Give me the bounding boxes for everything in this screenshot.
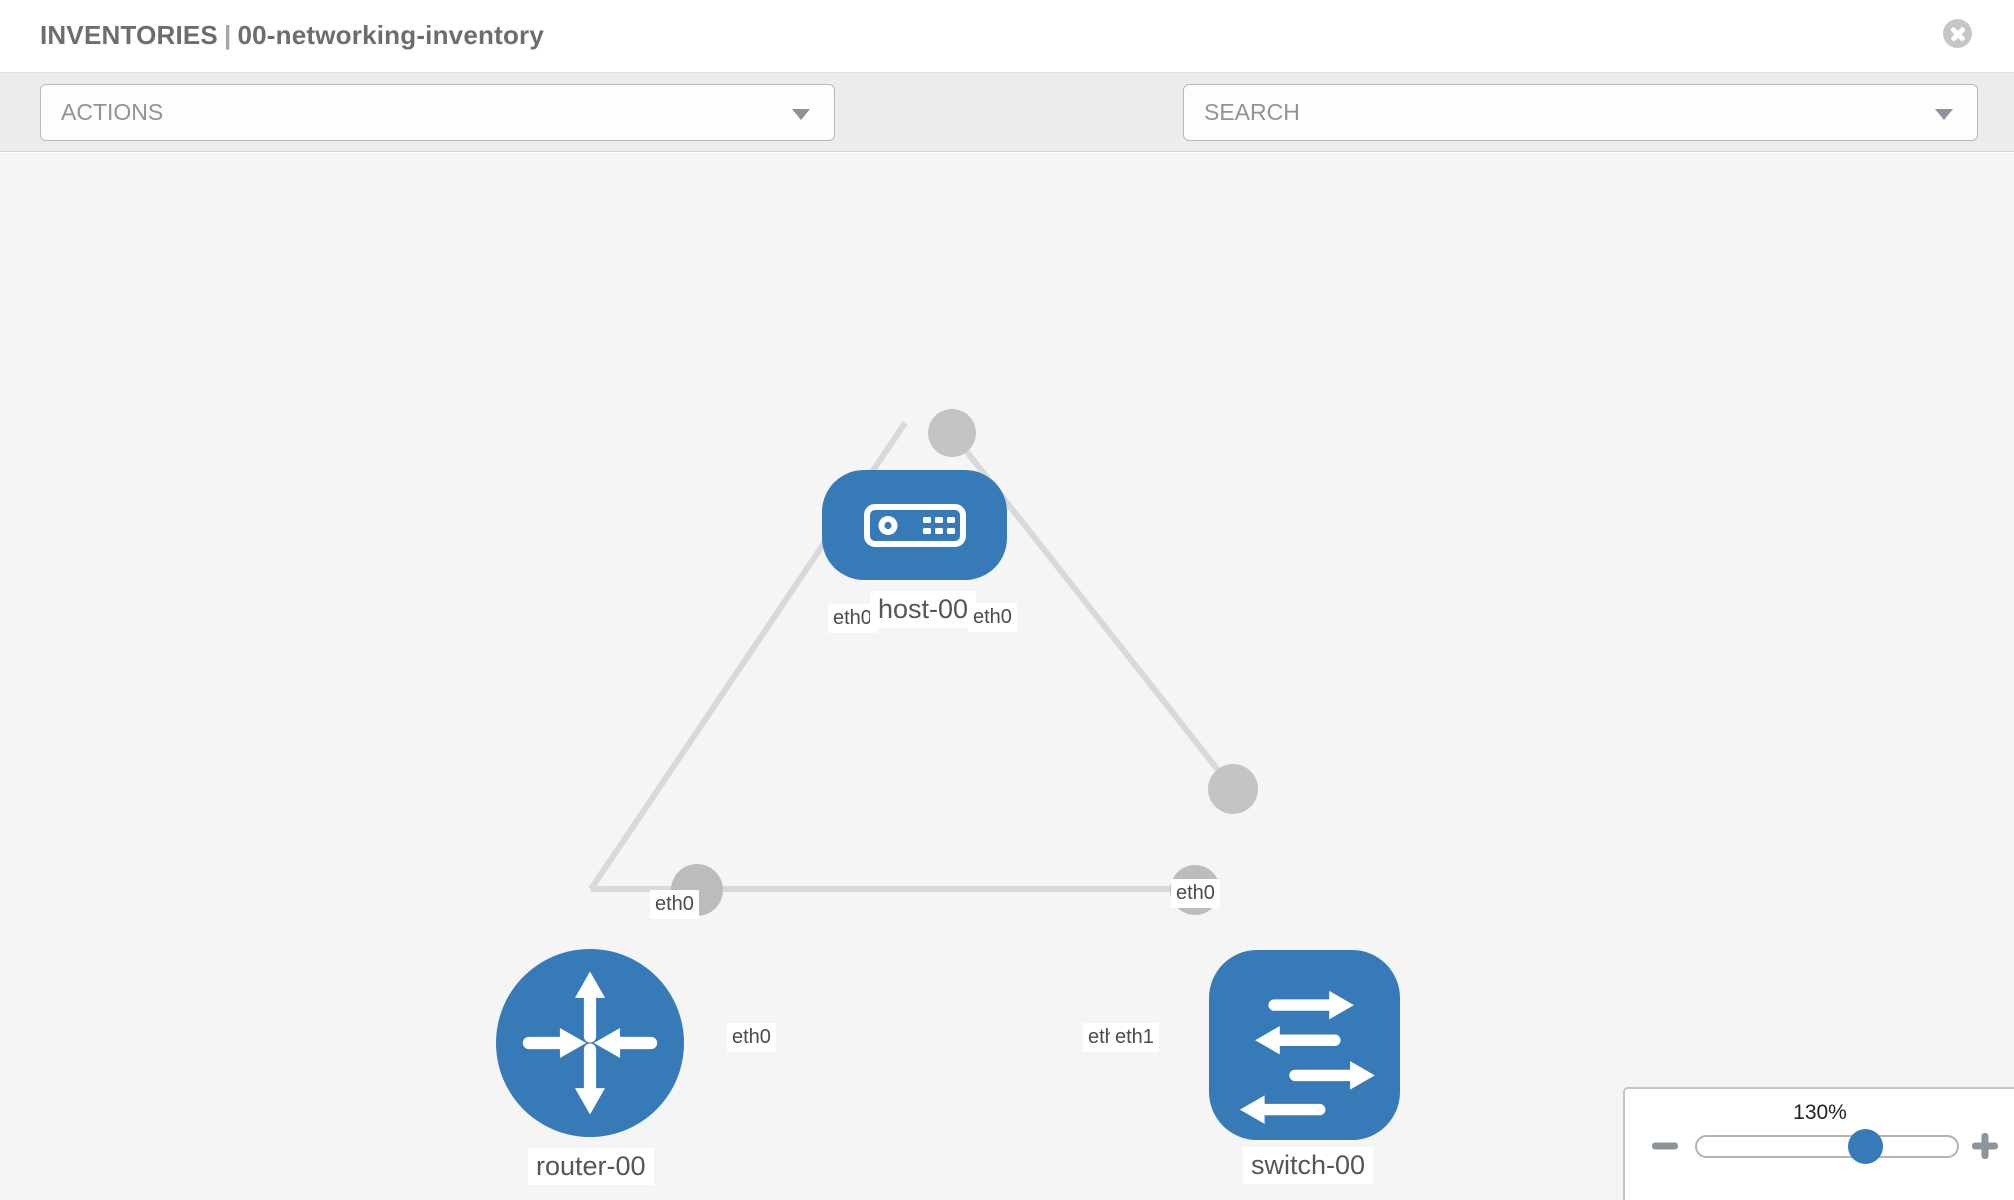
zoom-level-text: 130% [1793, 1101, 1847, 1124]
inventory-name: 00-networking-inventory [237, 20, 545, 50]
node-host-00[interactable] [822, 470, 1007, 580]
node-label-router: router-00 [528, 1148, 654, 1185]
switch-icon [1239, 990, 1375, 1124]
node-label-switch: switch-00 [1243, 1147, 1374, 1184]
zoom-out-button[interactable] [1651, 1132, 1679, 1160]
topology-canvas[interactable]: eth0 eth0 eth0 eth0 eth0 eth1 host-00 et… [0, 153, 2014, 1200]
port-label: eth0 [650, 890, 699, 919]
port-label: eth0 [727, 1023, 776, 1052]
node-label-host: host-00 [870, 591, 977, 628]
chevron-down-icon [1935, 108, 1953, 120]
port-label: eth0 [1171, 879, 1220, 908]
chevron-down-icon [792, 108, 810, 120]
close-button[interactable] [1943, 19, 1972, 48]
search-dropdown[interactable]: SEARCH [1183, 84, 1978, 141]
router-icon [522, 971, 658, 1115]
title-divider: | [223, 20, 232, 50]
node-router-00[interactable] [496, 949, 684, 1137]
interface-dot-switch-top [1208, 764, 1258, 814]
zoom-in-button[interactable] [1971, 1132, 1999, 1160]
toolbar: ACTIONS [0, 72, 2014, 204]
port-label: eth1 [1110, 1023, 1159, 1052]
actions-dropdown[interactable]: ACTIONS [40, 84, 835, 141]
zoom-slider-handle[interactable] [1848, 1129, 1883, 1164]
port-label: eth0 [828, 604, 877, 633]
header: INVENTORIES|00-networking-inventory [0, 0, 2014, 72]
host-icon [864, 504, 966, 547]
minus-icon [1652, 1142, 1678, 1150]
zoom-slider-track[interactable] [1695, 1135, 1959, 1158]
interface-dot-host [928, 409, 976, 457]
node-switch-00[interactable] [1209, 950, 1400, 1140]
plus-icon [1981, 1133, 1989, 1159]
search-dropdown-label: SEARCH [1204, 99, 1300, 125]
zoom-control-panel: 130% [1623, 1087, 2014, 1200]
port-label: eth0 [968, 603, 1017, 632]
page-title: INVENTORIES|00-networking-inventory [40, 20, 544, 51]
actions-dropdown-label: ACTIONS [61, 99, 164, 125]
page-title-section: INVENTORIES [40, 20, 218, 50]
